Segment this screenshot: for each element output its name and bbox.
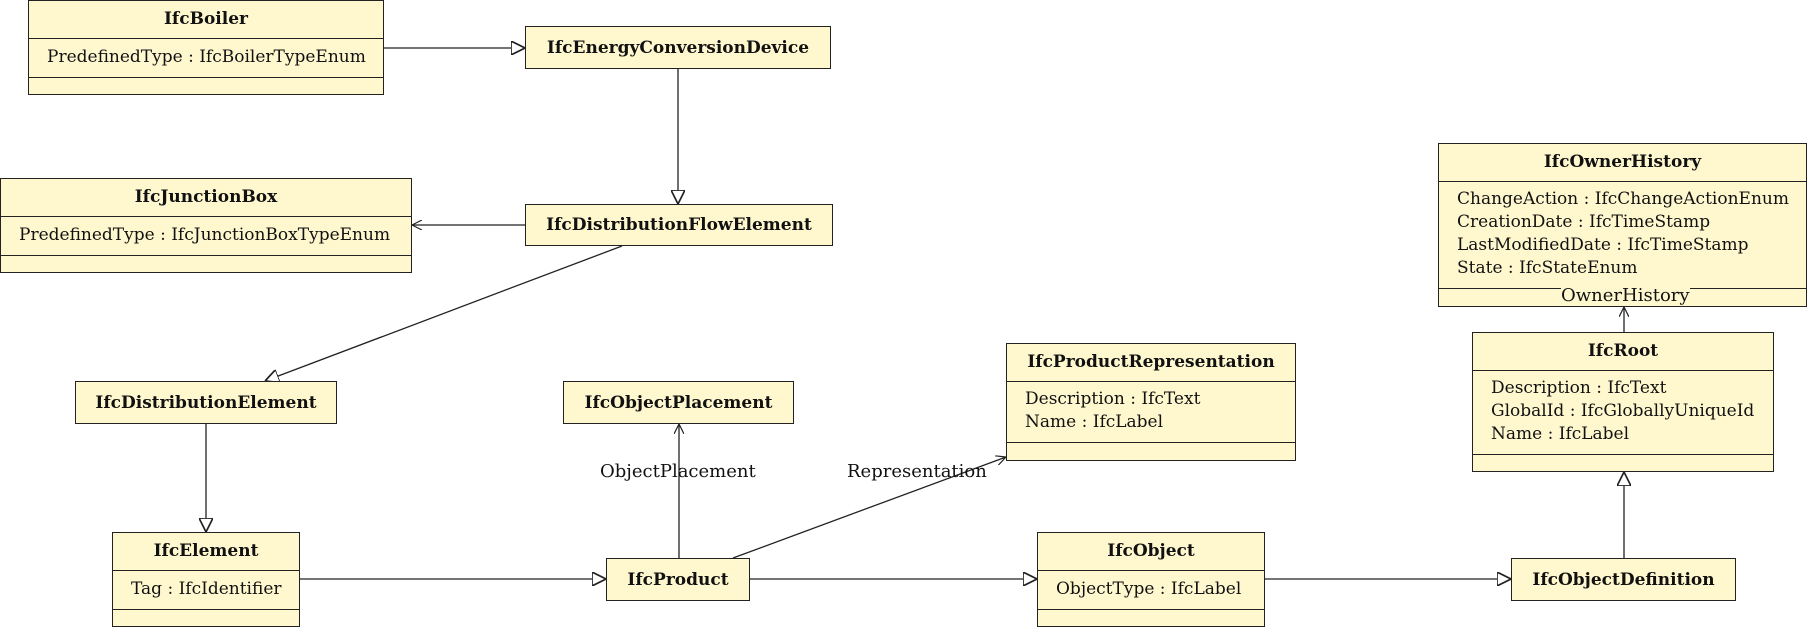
class-name: IfcDistributionFlowElement — [546, 215, 812, 235]
attribute: State : IfcStateEnum — [1457, 258, 1638, 278]
role-label-objectplacement: ObjectPlacement — [600, 461, 756, 482]
class-name: IfcRoot — [1587, 341, 1659, 361]
generalization-flowelement-distributionelement — [265, 245, 623, 381]
attribute: GlobalId : IfcGloballyUniqueId — [1491, 401, 1755, 421]
role-label-representation: Representation — [847, 461, 987, 482]
attribute: CreationDate : IfcTimeStamp — [1457, 212, 1711, 232]
class-name: IfcJunctionBox — [134, 187, 278, 207]
class-name: IfcObjectPlacement — [584, 392, 773, 413]
class-ifcelement: IfcElement Tag : IfcIdentifier — [112, 532, 300, 627]
class-name: IfcBoiler — [163, 9, 248, 29]
class-ifcownerhistory: IfcOwnerHistory ChangeAction : IfcChange… — [1438, 143, 1807, 307]
class-ifcboiler: IfcBoiler PredefinedType : IfcBoilerType… — [28, 0, 384, 95]
attribute: Description : IfcText — [1025, 389, 1201, 409]
class-operations — [29, 77, 383, 94]
class-ifcjunctionbox: IfcJunctionBox PredefinedType : IfcJunct… — [0, 178, 412, 273]
class-operations — [1007, 442, 1295, 460]
attribute: Tag : IfcIdentifier — [131, 579, 282, 599]
class-name: IfcObject — [1107, 541, 1195, 561]
attribute: LastModifiedDate : IfcTimeStamp — [1457, 235, 1749, 255]
attribute: Name : IfcLabel — [1025, 412, 1164, 432]
class-ifcproduct: IfcProduct — [606, 558, 750, 601]
class-operations — [1473, 454, 1773, 471]
class-ifcobjectplacement: IfcObjectPlacement — [563, 381, 794, 424]
class-attributes: Description : IfcText Name : IfcLabel — [1007, 381, 1295, 442]
class-ifcdistributionelement: IfcDistributionElement — [75, 381, 337, 424]
class-ifcproductrepresentation: IfcProductRepresentation Description : I… — [1006, 343, 1296, 461]
class-attributes: Tag : IfcIdentifier — [113, 570, 299, 609]
association-representation — [732, 457, 1006, 559]
class-name: IfcObjectDefinition — [1532, 569, 1715, 590]
class-name: IfcProduct — [627, 569, 729, 590]
class-operations — [1038, 609, 1264, 626]
class-name: IfcDistributionElement — [95, 392, 317, 413]
class-name: IfcProductRepresentation — [1027, 352, 1275, 372]
role-label-ownerhistory: OwnerHistory — [1561, 285, 1690, 306]
class-operations — [113, 609, 299, 626]
class-attributes: ObjectType : IfcLabel — [1038, 570, 1264, 609]
class-ifcobject: IfcObject ObjectType : IfcLabel — [1037, 532, 1265, 627]
class-attributes: Description : IfcText GlobalId : IfcGlob… — [1473, 370, 1773, 454]
class-attributes: PredefinedType : IfcBoilerTypeEnum — [29, 38, 383, 77]
attribute: PredefinedType : IfcBoilerTypeEnum — [47, 47, 366, 67]
class-operations — [1, 255, 411, 272]
class-name: IfcOwnerHistory — [1543, 152, 1702, 172]
class-ifcroot: IfcRoot Description : IfcText GlobalId :… — [1472, 332, 1774, 472]
attribute: ObjectType : IfcLabel — [1056, 579, 1242, 599]
class-attributes: ChangeAction : IfcChangeActionEnum Creat… — [1439, 181, 1806, 288]
attribute: Description : IfcText — [1491, 378, 1667, 398]
class-ifcenergyconversiondevice: IfcEnergyConversionDevice — [525, 26, 831, 69]
class-attributes: PredefinedType : IfcJunctionBoxTypeEnum — [1, 216, 411, 255]
attribute: ChangeAction : IfcChangeActionEnum — [1457, 189, 1789, 209]
attribute: PredefinedType : IfcJunctionBoxTypeEnum — [19, 225, 391, 245]
class-name: IfcElement — [153, 541, 259, 561]
class-ifcdistributionflowelement: IfcDistributionFlowElement — [525, 204, 833, 246]
attribute: Name : IfcLabel — [1491, 424, 1630, 444]
class-name: IfcEnergyConversionDevice — [546, 37, 810, 58]
class-ifcobjectdefinition: IfcObjectDefinition — [1511, 558, 1736, 601]
